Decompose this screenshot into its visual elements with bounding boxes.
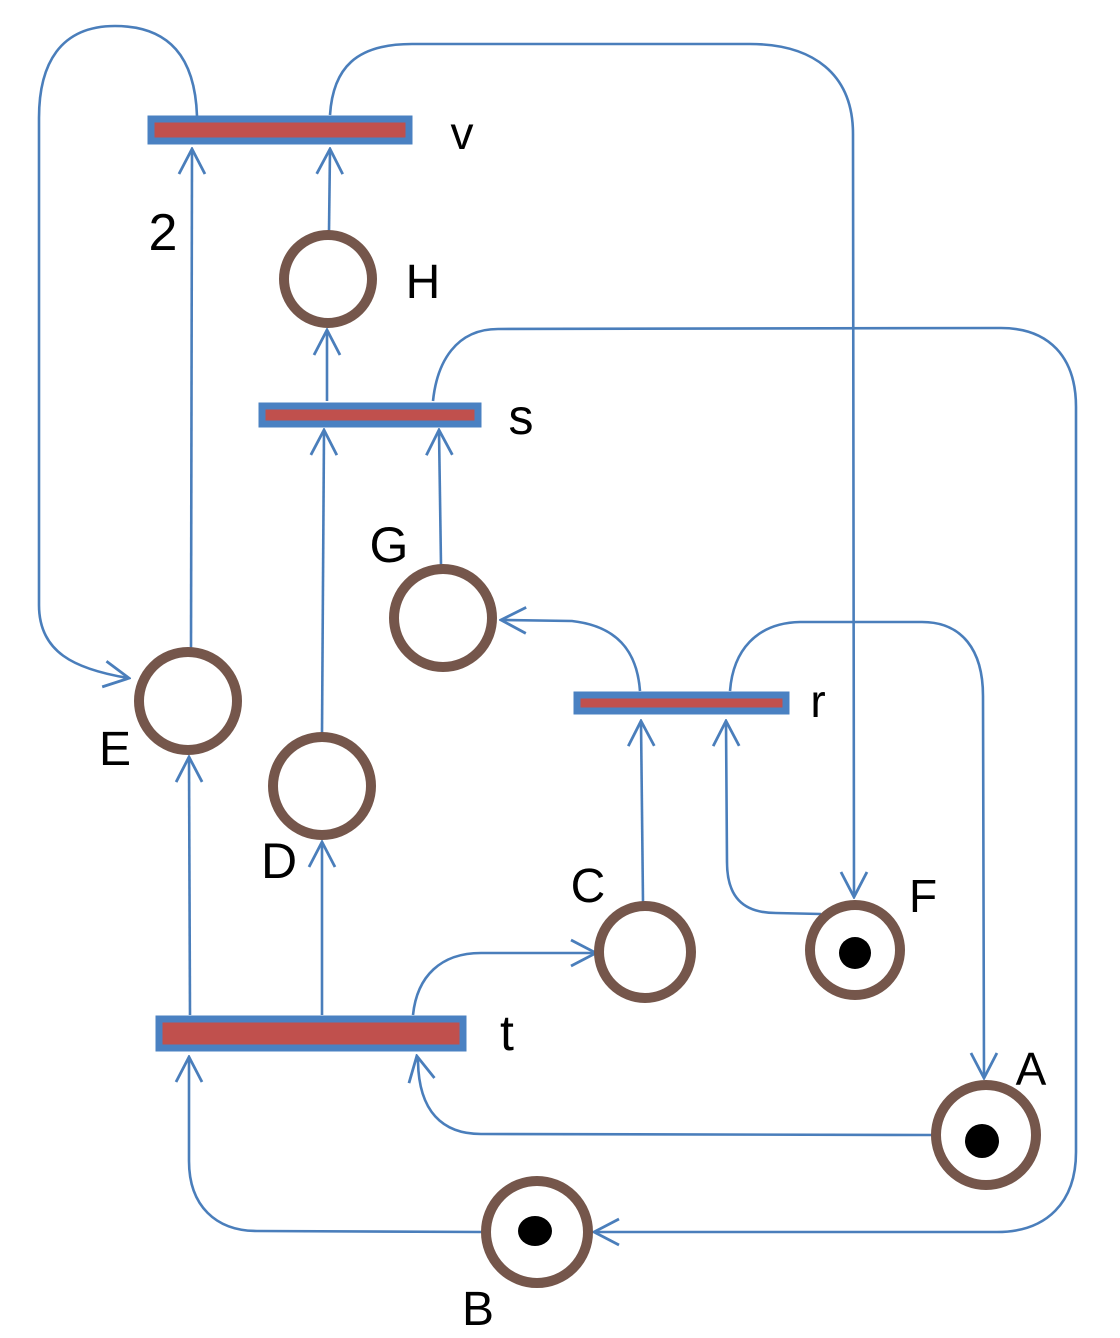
- place-layer: [134, 230, 1041, 1288]
- arc-layer: [37, 24, 1078, 1234]
- place-C: [594, 901, 696, 1003]
- place-label-H: H: [406, 256, 441, 309]
- transition-label-r: r: [810, 675, 825, 727]
- arc-H-to-v: [329, 150, 330, 232]
- place-label-G: G: [370, 517, 409, 573]
- arc-A-to-t: [417, 1057, 933, 1137]
- arc-E-to-v: [191, 150, 192, 649]
- place-label-B: B: [462, 1283, 494, 1336]
- place-label-C: C: [571, 860, 606, 913]
- label-layer: v 2 H s G r E D C F t A B: [99, 107, 1047, 1336]
- arc-C-to-r: [641, 722, 643, 903]
- transition-r: [573, 691, 790, 715]
- place-label-E: E: [99, 723, 131, 776]
- arc-D-to-s: [322, 431, 324, 734]
- transition-label-s: s: [509, 389, 534, 445]
- place-G: [389, 564, 497, 672]
- token-in-B: [518, 1216, 552, 1246]
- arc-weight-label-2: 2: [149, 204, 178, 262]
- arc-r-to-G: [502, 620, 642, 692]
- arc-t-to-E: [189, 758, 190, 1016]
- place-H: [279, 230, 377, 328]
- place-label-A: A: [1016, 1043, 1047, 1095]
- transition-v: [147, 115, 413, 145]
- place-D: [268, 732, 376, 840]
- arc-F-to-r: [726, 722, 822, 916]
- arc-v-to-E: [37, 24, 199, 678]
- transition-label-v: v: [451, 107, 474, 159]
- arc-v-to-F: [328, 42, 854, 896]
- arc-t-to-C: [411, 953, 595, 1016]
- place-label-F: F: [909, 870, 937, 922]
- transition-layer: [147, 115, 790, 1052]
- transition-label-t: t: [500, 1005, 514, 1061]
- place-E: [134, 647, 242, 755]
- arc-B-to-t: [189, 1058, 484, 1234]
- arc-s-to-B: [431, 326, 1078, 1232]
- token-in-F: [839, 937, 871, 969]
- place-label-D: D: [261, 833, 297, 889]
- arc-r-to-A: [728, 620, 984, 1077]
- arc-G-to-s: [439, 431, 441, 566]
- transition-s: [258, 402, 482, 428]
- transition-t: [155, 1015, 467, 1052]
- token-in-A: [965, 1124, 999, 1158]
